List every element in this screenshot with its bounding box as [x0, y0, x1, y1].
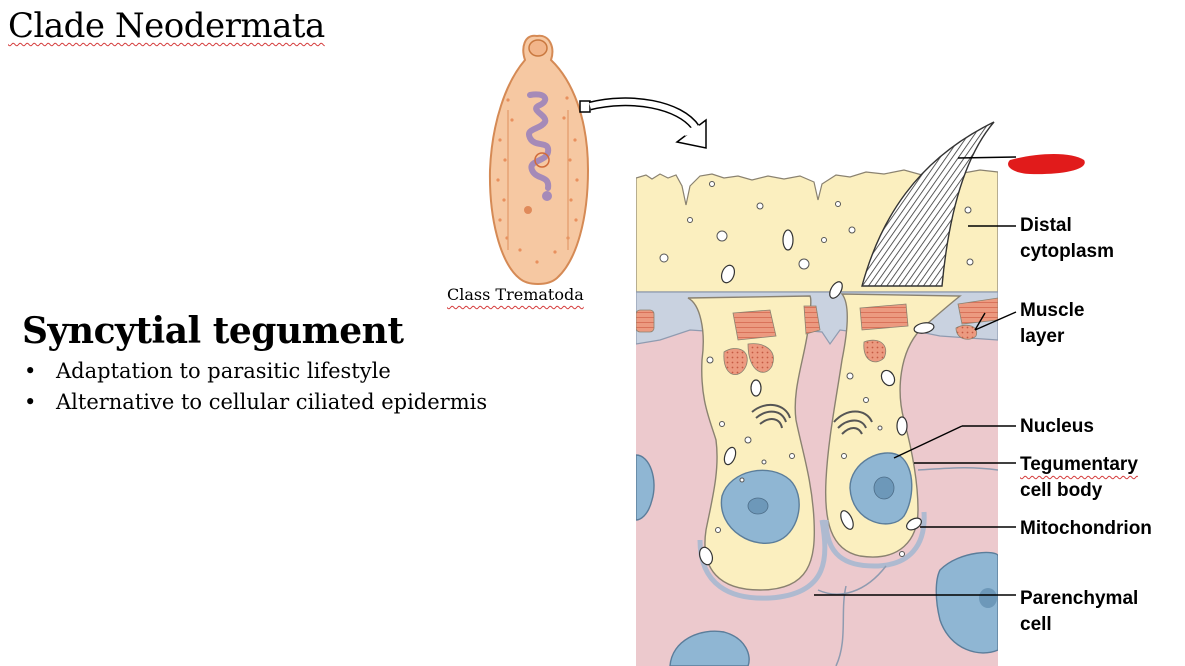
label-muscle-layer: Muscle layer — [1020, 298, 1084, 350]
label-parenchymal-cell: Parenchymal cell — [1020, 586, 1138, 638]
label-line: Distal — [1020, 215, 1072, 236]
label-line: layer — [1020, 326, 1065, 347]
label-line: Parenchymal — [1020, 588, 1139, 609]
bullet-item: • Adaptation to parasitic lifestyle — [24, 356, 487, 387]
bullet-text: Alternative to cellular ciliated epiderm… — [56, 390, 488, 414]
section-heading: Syncytial tegument — [22, 310, 404, 352]
label-line: cell — [1020, 614, 1052, 635]
bullet-text: Adaptation to parasitic lifestyle — [56, 359, 391, 383]
label-line: cytoplasm — [1020, 241, 1114, 262]
trematode-illustration — [488, 34, 707, 285]
slide-title-text: Clade Neodermata — [8, 6, 325, 46]
label-nucleus: Nucleus — [1020, 414, 1094, 440]
label-line: Tegumentary — [1020, 454, 1138, 475]
bullet-dot: • — [24, 359, 37, 383]
label-line: cell body — [1020, 480, 1103, 501]
red-highlight-mark — [1008, 154, 1085, 175]
label-line: Mitochondrion — [1020, 518, 1152, 539]
bullet-item: • Alternative to cellular ciliated epider… — [24, 387, 487, 418]
leader-lines — [814, 156, 1017, 596]
label-tegumentary-cell-body: Tegumentary cell body — [1020, 452, 1138, 504]
organism-caption: Class Trematoda — [447, 285, 584, 304]
label-line: Muscle — [1020, 300, 1085, 321]
slide-title: Clade Neodermata — [8, 6, 325, 46]
label-mitochondrion: Mitochondrion — [1020, 516, 1152, 542]
tegument-cross-section — [636, 121, 998, 666]
label-distal-cytoplasm: Distal cytoplasm — [1020, 213, 1114, 265]
label-line: Nucleus — [1020, 416, 1094, 437]
bullet-dot: • — [24, 390, 37, 414]
organism-caption-text: Class Trematoda — [447, 285, 584, 304]
bullet-list: • Adaptation to parasitic lifestyle • Alte… — [24, 356, 487, 418]
